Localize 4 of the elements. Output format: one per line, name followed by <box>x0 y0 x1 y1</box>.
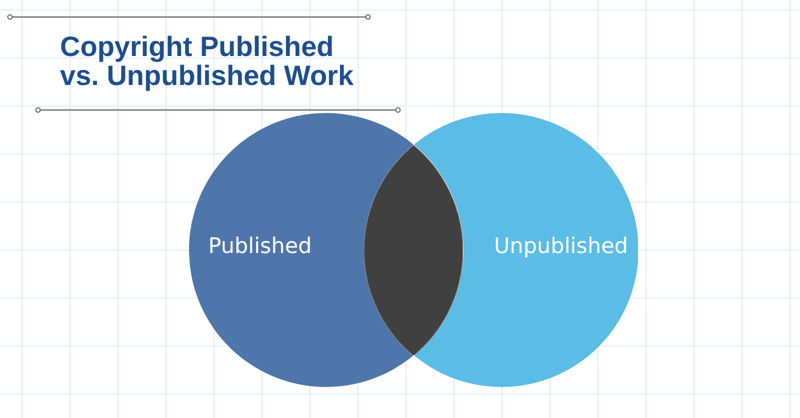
circle-label: Published <box>208 234 312 260</box>
title: Copyright Published vs. Unpublished Work <box>60 32 355 90</box>
venn-intersection <box>364 144 463 356</box>
circle-label: Unpublished <box>494 234 628 260</box>
